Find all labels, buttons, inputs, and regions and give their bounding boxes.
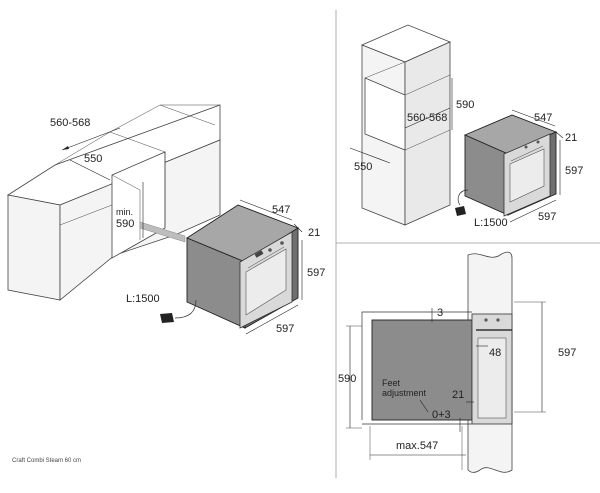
- label-min-value: 590: [116, 218, 134, 230]
- dim-line-front-depth: [293, 223, 303, 233]
- label-cabinet-depth: 550: [84, 153, 102, 165]
- oven-display-icon: [254, 250, 264, 258]
- label-cabinet-width: 560-568: [50, 117, 90, 129]
- dim-line-cabinet-width: [61, 127, 121, 151]
- oven-section-window: [477, 337, 507, 419]
- oven-left: [186, 204, 299, 329]
- oven-knob-icon: [268, 248, 272, 252]
- label-oven-height: 597: [558, 347, 576, 359]
- niche-bottom-edge: [404, 129, 451, 151]
- dim-line-oven-depth: [511, 109, 556, 127]
- dim-line-front-depth: [555, 131, 564, 139]
- oven-top-right: [463, 114, 558, 217]
- label-niche-height: 590: [338, 373, 356, 385]
- oven-window: [245, 248, 287, 316]
- dim-line-cabinet-depth: [69, 159, 111, 181]
- oven-knob-icon: [484, 318, 488, 322]
- label-cabinet-depth: 550: [354, 161, 372, 173]
- label-feet-line1: Feet: [382, 378, 401, 388]
- feet-pointer: [419, 399, 429, 413]
- label-niche-width: 560-568: [407, 112, 447, 124]
- slide-in-arrow-icon: [139, 221, 186, 243]
- niche-top-edge: [404, 74, 451, 96]
- label-handle-depth: 48: [489, 347, 501, 359]
- tall-cabinet-front: [404, 41, 451, 226]
- cabinet-partition-2: [159, 104, 216, 126]
- label-cable: L:1500: [126, 293, 160, 305]
- label-oven-width: 597: [538, 211, 556, 223]
- label-oven-height: 597: [565, 165, 583, 177]
- label-min: min.: [116, 207, 133, 217]
- dim-line-oven-width: [509, 199, 557, 223]
- product-caption: Craft Combi Steam 60 cm: [12, 458, 81, 464]
- arrow-head-icon: [62, 146, 69, 150]
- niche-back-edge: [364, 59, 411, 79]
- label-cable: L:1500: [474, 217, 508, 229]
- tall-cabinet: [360, 24, 452, 226]
- dim-line-niche-width: [404, 107, 451, 129]
- bottom-right-panel: 3 48 597 590 Feet adjustment 21 0+3 max.…: [338, 251, 576, 473]
- dim-line-oven-depth: [239, 199, 293, 221]
- left-panel: 560-568 550 min. 590 547 21 597: [6, 104, 325, 464]
- dim-line-cabinet-depth: [349, 147, 391, 164]
- label-oven-height: 597: [307, 267, 325, 279]
- label-oven-depth: 547: [534, 112, 552, 124]
- label-front-depth: 21: [308, 227, 320, 239]
- oven-handle: [510, 145, 544, 162]
- cabinet-drawer-line: [59, 204, 113, 226]
- cabinet-partition-1: [109, 131, 166, 153]
- oven-knob-icon: [280, 241, 284, 245]
- label-front-depth: 21: [565, 132, 577, 144]
- label-feet-line2: adjustment: [382, 388, 427, 398]
- oven-knob-icon: [524, 145, 528, 149]
- label-oven-depth: 547: [272, 204, 290, 216]
- oven-knob-icon: [536, 140, 540, 144]
- power-cable: [174, 299, 197, 319]
- cabinet-back-edge: [54, 104, 220, 166]
- cabinet-left-end: [7, 194, 61, 301]
- label-niche-height: 590: [456, 99, 474, 111]
- niche-outline: [361, 311, 472, 420]
- power-plug-icon: [160, 313, 174, 323]
- label-front-depth: 21: [452, 389, 464, 401]
- label-feet-range: 0+3: [432, 409, 451, 421]
- oven-section-body: [371, 319, 473, 421]
- top-right-panel: 590 560-568 550 547 21 597 597: [349, 24, 583, 229]
- label-top-gap: 3: [437, 307, 443, 319]
- label-oven-width: 597: [276, 323, 294, 335]
- oven-knob-icon: [496, 318, 500, 322]
- oven-window: [509, 148, 545, 203]
- power-cable: [457, 189, 469, 206]
- oven-handle: [247, 246, 285, 269]
- power-plug-icon: [455, 206, 466, 216]
- label-max-depth: max.547: [396, 440, 438, 452]
- dim-line-oven-width: [245, 304, 299, 335]
